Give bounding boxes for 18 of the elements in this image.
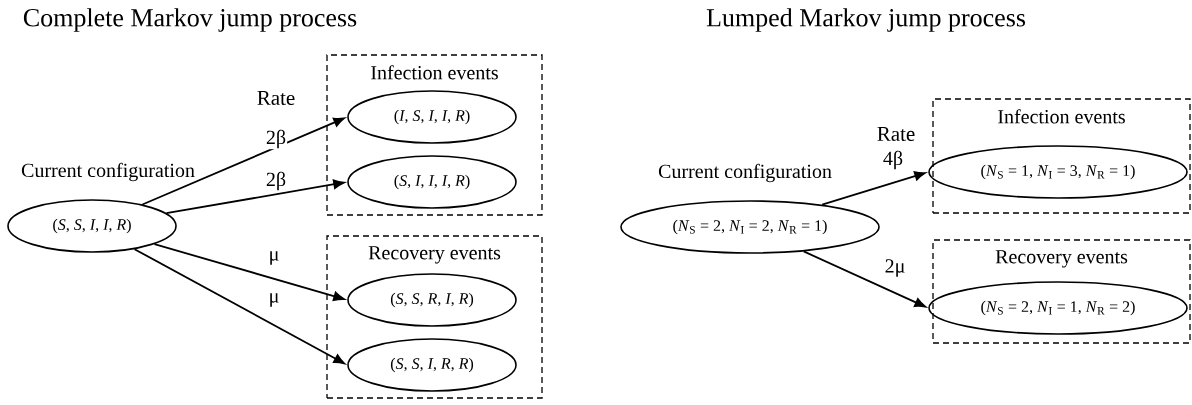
arrow (165, 179, 345, 215)
column-label: Rate (257, 91, 295, 105)
edge-label: 4β (881, 149, 905, 171)
panel-title: Complete Markov jump process (23, 8, 357, 32)
edge-label: μ (267, 292, 281, 308)
heading: Current configuration (658, 163, 832, 183)
edge-label: 2β (264, 170, 288, 192)
arrow (821, 171, 926, 206)
arrow (141, 117, 345, 206)
edge-label: 2μ (883, 258, 907, 278)
panel-title: Lumped Markov jump process (706, 8, 1026, 32)
column-label: Rate (877, 127, 915, 141)
arrow (153, 243, 345, 301)
arrow (133, 248, 345, 365)
heading: Current configuration (21, 162, 195, 182)
edge-label: 2β (264, 128, 288, 150)
arrow (802, 250, 926, 308)
edge-label: μ (267, 250, 281, 266)
